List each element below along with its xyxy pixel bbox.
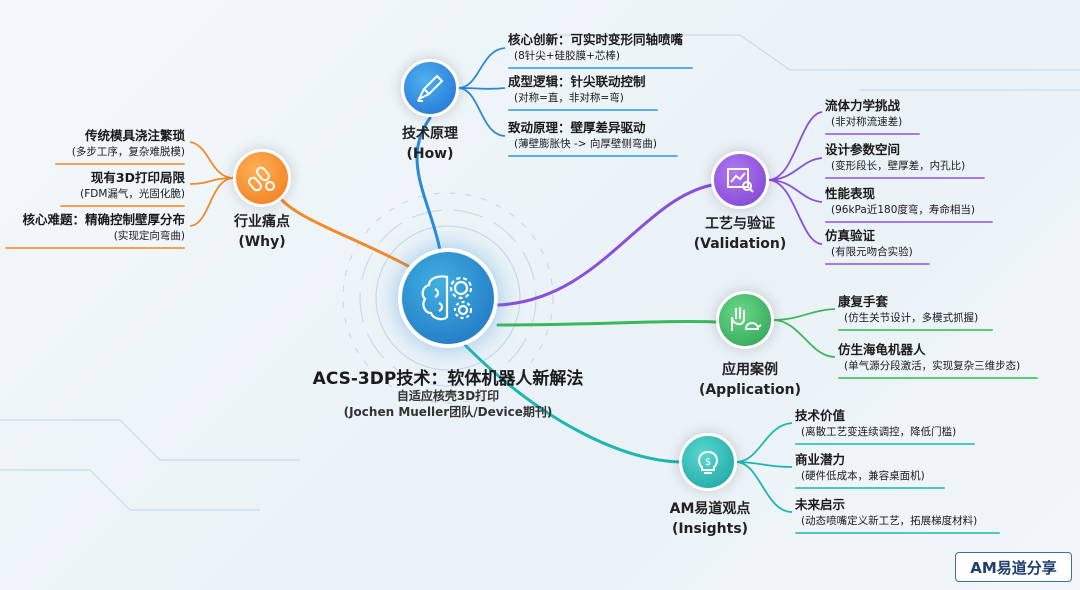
validation-node <box>711 151 769 209</box>
insights-label-en: (Insights) <box>671 521 749 537</box>
why-label: 行业痛点 (Why) <box>192 212 332 252</box>
item-detail: (薄壁膨胀快 -> 向厚壁侧弯曲) <box>514 138 657 150</box>
item-title: 流体力学挑战 <box>825 98 901 113</box>
item-detail: (仿生关节设计，多模式抓握) <box>844 312 979 324</box>
how-item: 核心创新：可实时变形同轴喷嘴 (8针尖+硅胶膜+芯棒) <box>508 32 693 69</box>
application-item: 仿生海龟机器人 (单气源分段激活，实现复杂三维步态) <box>838 342 1038 379</box>
how-label: 技术原理 (How) <box>360 124 500 164</box>
validation-label: 工艺与验证 (Validation) <box>670 214 810 254</box>
central-title: ACS-3DP技术：软体机器人新解法 <box>312 369 584 389</box>
item-title: 未来启示 <box>795 497 846 512</box>
item-title: 性能表现 <box>825 186 876 201</box>
insights-node: $ <box>679 433 737 491</box>
item-detail: (实现定向弯曲) <box>113 230 185 242</box>
item-detail: (96kPa近180度弯，寿命相当) <box>831 204 975 216</box>
chart-magnifier-icon <box>727 168 754 193</box>
validation-label-cn: 工艺与验证 <box>705 216 775 232</box>
why-item: 核心难题：精确控制壁厚分布 (实现定向弯曲) <box>5 212 185 249</box>
item-title: 核心难题：精确控制壁厚分布 <box>22 212 185 227</box>
application-label-en: (Application) <box>698 382 802 398</box>
nozzle-icon <box>416 74 444 102</box>
brand-badge: AM易道分享 <box>955 552 1072 582</box>
item-title: 康复手套 <box>838 294 889 309</box>
validation-item: 仿真验证 (有限元吻合实验) <box>825 228 930 265</box>
item-detail: (变形段长，壁厚差，内孔比) <box>831 160 966 172</box>
hand-turtle-icon <box>731 307 762 331</box>
item-detail: (多步工序，复杂难脱模) <box>71 146 185 158</box>
item-detail: (单气源分段激活，实现复杂三维步态) <box>844 360 1021 372</box>
why-label-en: (Why) <box>238 234 286 250</box>
item-detail: (离散工艺变连续调控，降低门槛) <box>801 426 957 438</box>
item-title: 成型逻辑：针尖联动控制 <box>508 74 646 89</box>
item-title: 传统模具浇注繁琐 <box>84 128 185 143</box>
central-node <box>398 248 498 348</box>
why-item: 传统模具浇注繁琐 (多步工序，复杂难脱模) <box>55 128 185 165</box>
item-title: 商业潜力 <box>795 452 846 467</box>
svg-text:$: $ <box>705 457 711 468</box>
why-node <box>233 149 291 207</box>
central-subtitle: 自适应核壳3D打印 <box>396 389 500 403</box>
item-detail: (动态喷嘴定义新工艺，拓展梯度材料) <box>801 515 978 527</box>
application-node <box>716 291 774 349</box>
item-detail: (对称=直，非对称=弯) <box>514 92 624 104</box>
how-item: 致动原理：壁厚差异驱动 (薄壁膨胀快 -> 向厚壁侧弯曲) <box>508 120 678 157</box>
item-detail: (非对称流速差) <box>831 116 903 128</box>
validation-label-en: (Validation) <box>693 236 787 252</box>
insights-item: 未来启示 (动态喷嘴定义新工艺，拓展梯度材料) <box>795 497 1000 534</box>
lightbulb-dollar-icon: $ <box>698 450 718 474</box>
validation-item: 流体力学挑战 (非对称流速差) <box>825 98 920 135</box>
how-item: 成型逻辑：针尖联动控制 (对称=直，非对称=弯) <box>508 74 658 111</box>
broken-link-gear-icon <box>248 166 275 192</box>
item-title: 设计参数空间 <box>825 142 901 157</box>
application-item: 康复手套 (仿生关节设计，多模式抓握) <box>838 294 993 331</box>
item-detail: (硬件低成本，兼容桌面机) <box>801 470 925 482</box>
insights-label: AM易道观点 (Insights) <box>640 499 780 539</box>
how-label-cn: 技术原理 <box>402 126 458 142</box>
item-detail: (8针尖+硅胶膜+芯棒) <box>514 50 620 62</box>
brain-gear-icon <box>421 275 473 321</box>
item-title: 致动原理：壁厚差异驱动 <box>508 120 646 135</box>
central-source: (Jochen Mueller团队/Device期刊) <box>343 405 553 419</box>
item-title: 仿真验证 <box>825 228 876 243</box>
validation-item: 性能表现 (96kPa近180度弯，寿命相当) <box>825 186 993 223</box>
why-label-cn: 行业痛点 <box>234 214 290 230</box>
item-detail: (有限元吻合实验) <box>831 246 913 258</box>
why-item: 现有3D打印局限 (FDM漏气，光固化脆) <box>60 170 185 207</box>
item-title: 技术价值 <box>795 408 846 423</box>
how-node <box>401 59 459 117</box>
item-title: 核心创新：可实时变形同轴喷嘴 <box>508 32 684 47</box>
item-detail: (FDM漏气，光固化脆) <box>80 188 185 200</box>
insights-item: 商业潜力 (硬件低成本，兼容桌面机) <box>795 452 945 489</box>
item-title: 仿生海龟机器人 <box>838 342 926 357</box>
validation-item: 设计参数空间 (变形段长，壁厚差，内孔比) <box>825 142 985 179</box>
how-label-en: (How) <box>406 146 454 162</box>
circuit-decoration <box>0 34 1080 511</box>
item-title: 现有3D打印局限 <box>90 170 185 185</box>
insights-label-cn: AM易道观点 <box>669 501 751 517</box>
insights-item: 技术价值 (离散工艺变连续调控，降低门槛) <box>795 408 975 445</box>
application-label-cn: 应用案例 <box>722 362 778 378</box>
application-label: 应用案例 (Application) <box>680 360 820 400</box>
